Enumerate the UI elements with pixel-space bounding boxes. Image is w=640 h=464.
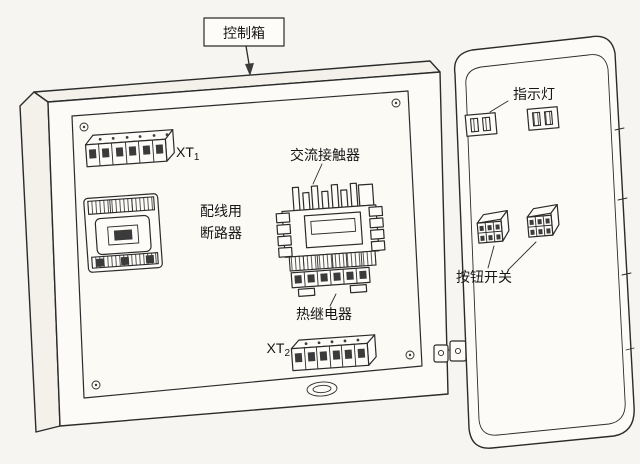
xt2-label: XT2	[267, 340, 291, 359]
control-box-callout: 控制箱	[203, 17, 285, 76]
leader-line-indicator	[489, 100, 509, 113]
contactor-left-terminals	[275, 212, 293, 258]
indicator-label: 指示灯	[513, 86, 555, 102]
contactor-right-terminals	[368, 205, 386, 252]
mounting-panel	[71, 90, 423, 399]
door-inner-panel-line	[465, 54, 626, 436]
thermal-relay	[290, 266, 371, 297]
xt1-terminals	[88, 144, 164, 159]
push-button-2	[526, 203, 560, 238]
xt2-terminals	[294, 348, 366, 363]
xt1-top-screws	[98, 133, 169, 141]
xt2-top-screws	[304, 338, 360, 346]
thermal-relay-label: 热继电器	[296, 306, 352, 322]
leader-line-thermal-relay	[329, 293, 337, 307]
control-box-arrowhead	[245, 63, 254, 76]
breaker-label: 配线用 断路器	[200, 203, 242, 241]
svg-text:配线用: 配线用	[200, 203, 242, 219]
control-box-label-frame	[203, 17, 285, 47]
leader-line-button-2	[507, 241, 537, 271]
indicator-light-1	[464, 112, 498, 137]
contactor-label: 交流接触器	[290, 147, 360, 163]
screw-icon	[405, 350, 415, 360]
circuit-breaker	[83, 193, 163, 273]
contactor-fins	[291, 182, 375, 212]
screw-icon	[391, 98, 401, 108]
svg-text:断路器: 断路器	[200, 225, 242, 241]
screw-icon	[91, 380, 101, 390]
control-box-label: 控制箱	[223, 25, 265, 41]
leader-line-button-1	[487, 245, 495, 269]
door-edge-ticks	[614, 127, 635, 351]
xt1-terminal-block	[84, 129, 175, 168]
cabinet-door: 指示灯 按钮开关	[453, 35, 635, 449]
xt1-label: XT1	[176, 144, 200, 163]
panel-screws	[79, 98, 415, 390]
leader-line-contactor	[312, 163, 323, 185]
ac-contactor	[275, 182, 386, 272]
xt2-terminal-block	[290, 334, 377, 372]
screw-icon	[79, 122, 89, 132]
push-button-label: 按钮开关	[456, 269, 512, 285]
indicator-light-2	[526, 106, 560, 131]
cable-hole	[306, 381, 338, 397]
control-box-arrow-line	[245, 45, 250, 65]
push-button-1	[476, 209, 510, 244]
